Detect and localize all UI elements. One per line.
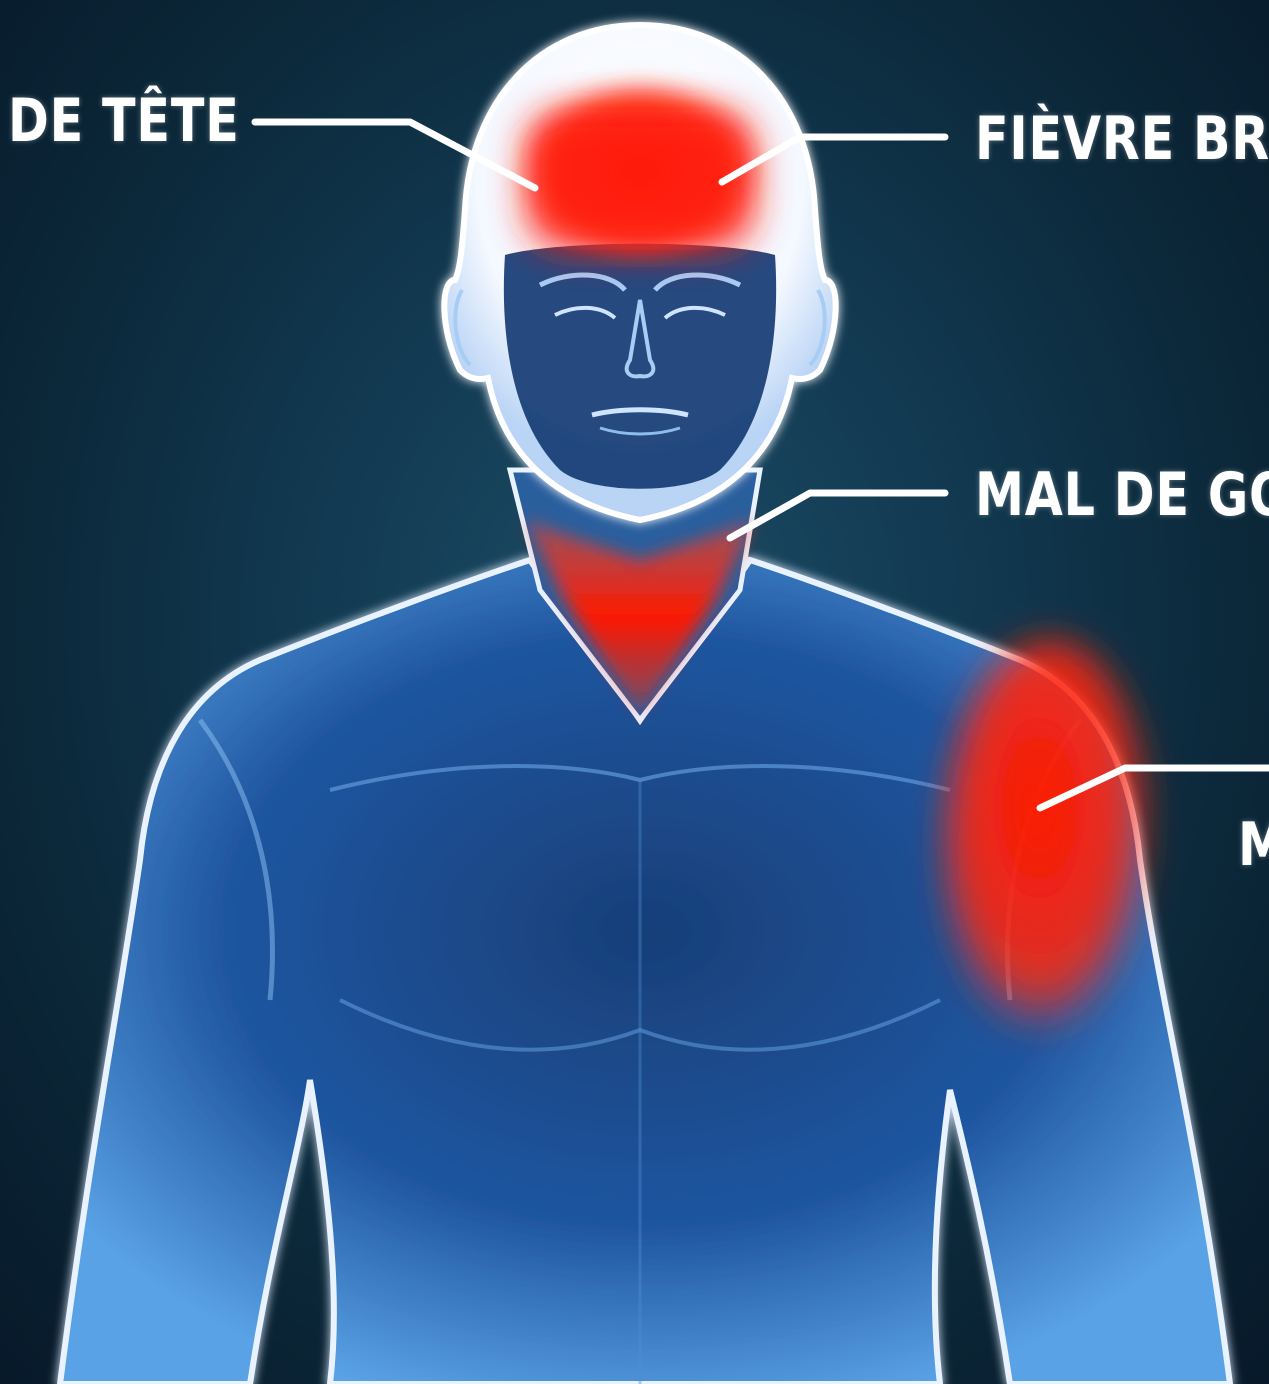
headache-label: DE TÊTE bbox=[8, 86, 240, 156]
pain-head bbox=[515, 75, 765, 265]
pain-shoulder bbox=[945, 640, 1155, 1060]
sore-throat-label: MAL DE GO bbox=[975, 460, 1269, 530]
fever-label: FIÈVRE BR bbox=[975, 104, 1269, 174]
muscle-pain-label: M bbox=[1238, 810, 1269, 880]
leader-throat bbox=[730, 493, 945, 538]
